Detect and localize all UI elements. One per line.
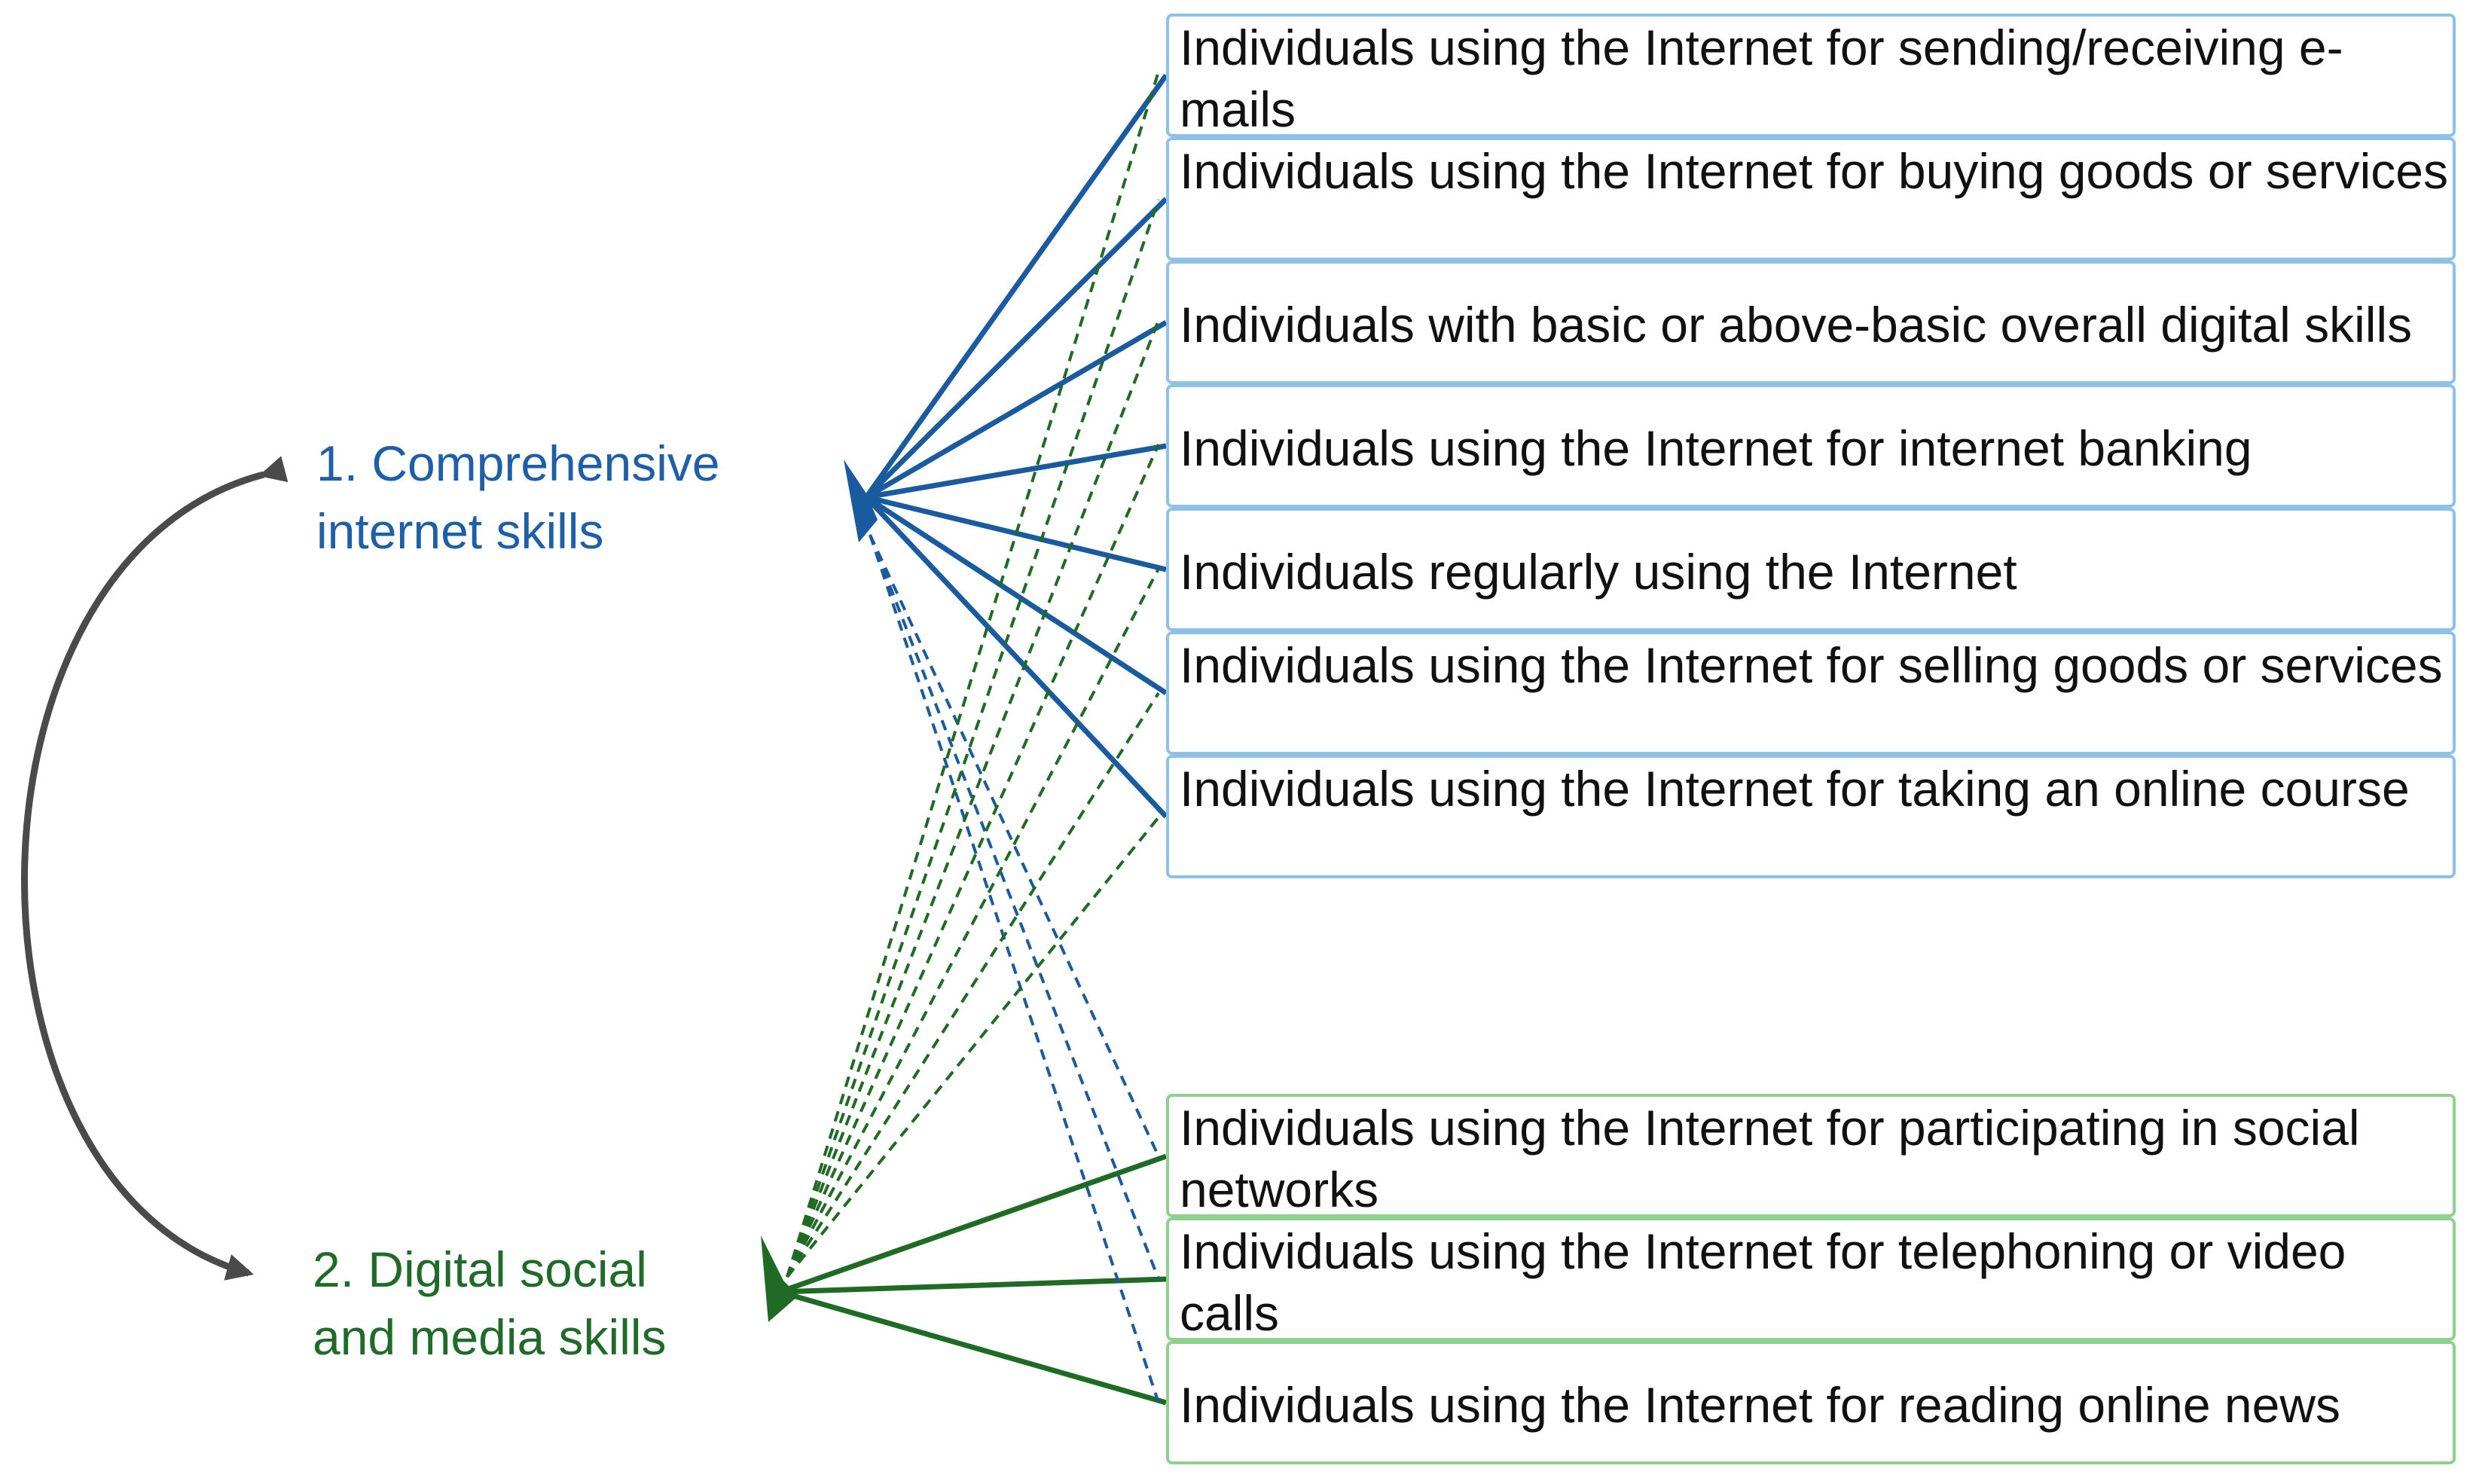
- factor-1-arrowhead: [844, 460, 878, 542]
- factor-2-loadings: [778, 1153, 1168, 1406]
- cross-line-f2-7: [786, 816, 1160, 1278]
- cross-line-f2-2: [786, 199, 1160, 1278]
- cross-line-f2-5: [786, 568, 1160, 1278]
- indicator-email: Individuals using the Internet for sendi…: [1166, 14, 2456, 137]
- loading-line-f1-4: [866, 443, 1167, 500]
- loading-line-f1-7: [864, 495, 1168, 819]
- indicator-label: Individuals with basic or above-basic ov…: [1180, 297, 2413, 353]
- indicator-online-course: Individuals using the Internet for takin…: [1166, 755, 2456, 878]
- factor-2-cross-loadings: [786, 71, 1160, 1278]
- factor-2-arrowhead: [761, 1235, 798, 1322]
- indicator-label: Individuals using the Internet for telep…: [1180, 1223, 2346, 1341]
- factor-1-loadings: [864, 73, 1168, 819]
- loading-line-f1-6: [865, 495, 1168, 695]
- indicator-label: Individuals using the Internet for inter…: [1180, 420, 2252, 476]
- loading-line-f1-2: [864, 197, 1168, 499]
- indicator-selling: Individuals using the Internet for selli…: [1166, 631, 2456, 755]
- indicator-online-news: Individuals using the Internet for readi…: [1166, 1341, 2456, 1464]
- factor-1-line1: 1. Comprehensive: [316, 435, 720, 491]
- factor-1-label: 1. Comprehensive internet skills: [316, 429, 844, 565]
- loading-line-f2-2: [779, 1276, 1167, 1295]
- factor-2-line1: 2. Digital social: [313, 1241, 647, 1297]
- loading-line-f2-3: [779, 1289, 1167, 1406]
- cross-line-f2-4: [786, 444, 1160, 1278]
- factor-1-line2: internet skills: [316, 503, 604, 559]
- cross-line-f2-1: [786, 71, 1160, 1278]
- indicator-label: Individuals using the Internet for sendi…: [1180, 20, 2343, 137]
- loading-line-f1-1: [864, 73, 1168, 499]
- indicator-video-calls: Individuals using the Internet for telep…: [1166, 1217, 2456, 1341]
- factor-2-line2: and media skills: [313, 1309, 667, 1365]
- factor-1-cross-loadings: [869, 534, 1160, 1403]
- factor-2-label: 2. Digital social and media skills: [313, 1235, 840, 1371]
- cross-line-f1-1: [869, 534, 1160, 1157]
- indicator-label: Individuals using the Internet for readi…: [1180, 1377, 2340, 1433]
- indicator-social-networks: Individuals using the Internet for parti…: [1166, 1094, 2456, 1217]
- cross-line-f1-2: [869, 534, 1160, 1280]
- correlation-arrow: [21, 456, 289, 1281]
- cross-line-f2-3: [786, 319, 1160, 1278]
- indicator-buying: Individuals using the Internet for buyin…: [1166, 137, 2456, 261]
- loading-line-f1-3: [865, 319, 1168, 500]
- indicator-label: Individuals using the Internet for selli…: [1180, 637, 2443, 693]
- indicator-regular-use: Individuals regularly using the Internet: [1166, 508, 2456, 631]
- indicator-label: Individuals using the Internet for takin…: [1180, 761, 2410, 817]
- cross-line-f2-6: [786, 692, 1160, 1278]
- indicator-label: Individuals regularly using the Internet: [1180, 544, 2017, 600]
- indicator-label: Individuals using the Internet for parti…: [1180, 1100, 2360, 1217]
- indicator-label: Individuals using the Internet for buyin…: [1180, 143, 2448, 199]
- cross-line-f1-3: [869, 534, 1160, 1403]
- indicator-digital-skills: Individuals with basic or above-basic ov…: [1166, 261, 2456, 384]
- loading-line-f2-1: [778, 1153, 1168, 1295]
- indicator-banking: Individuals using the Internet for inter…: [1166, 384, 2456, 508]
